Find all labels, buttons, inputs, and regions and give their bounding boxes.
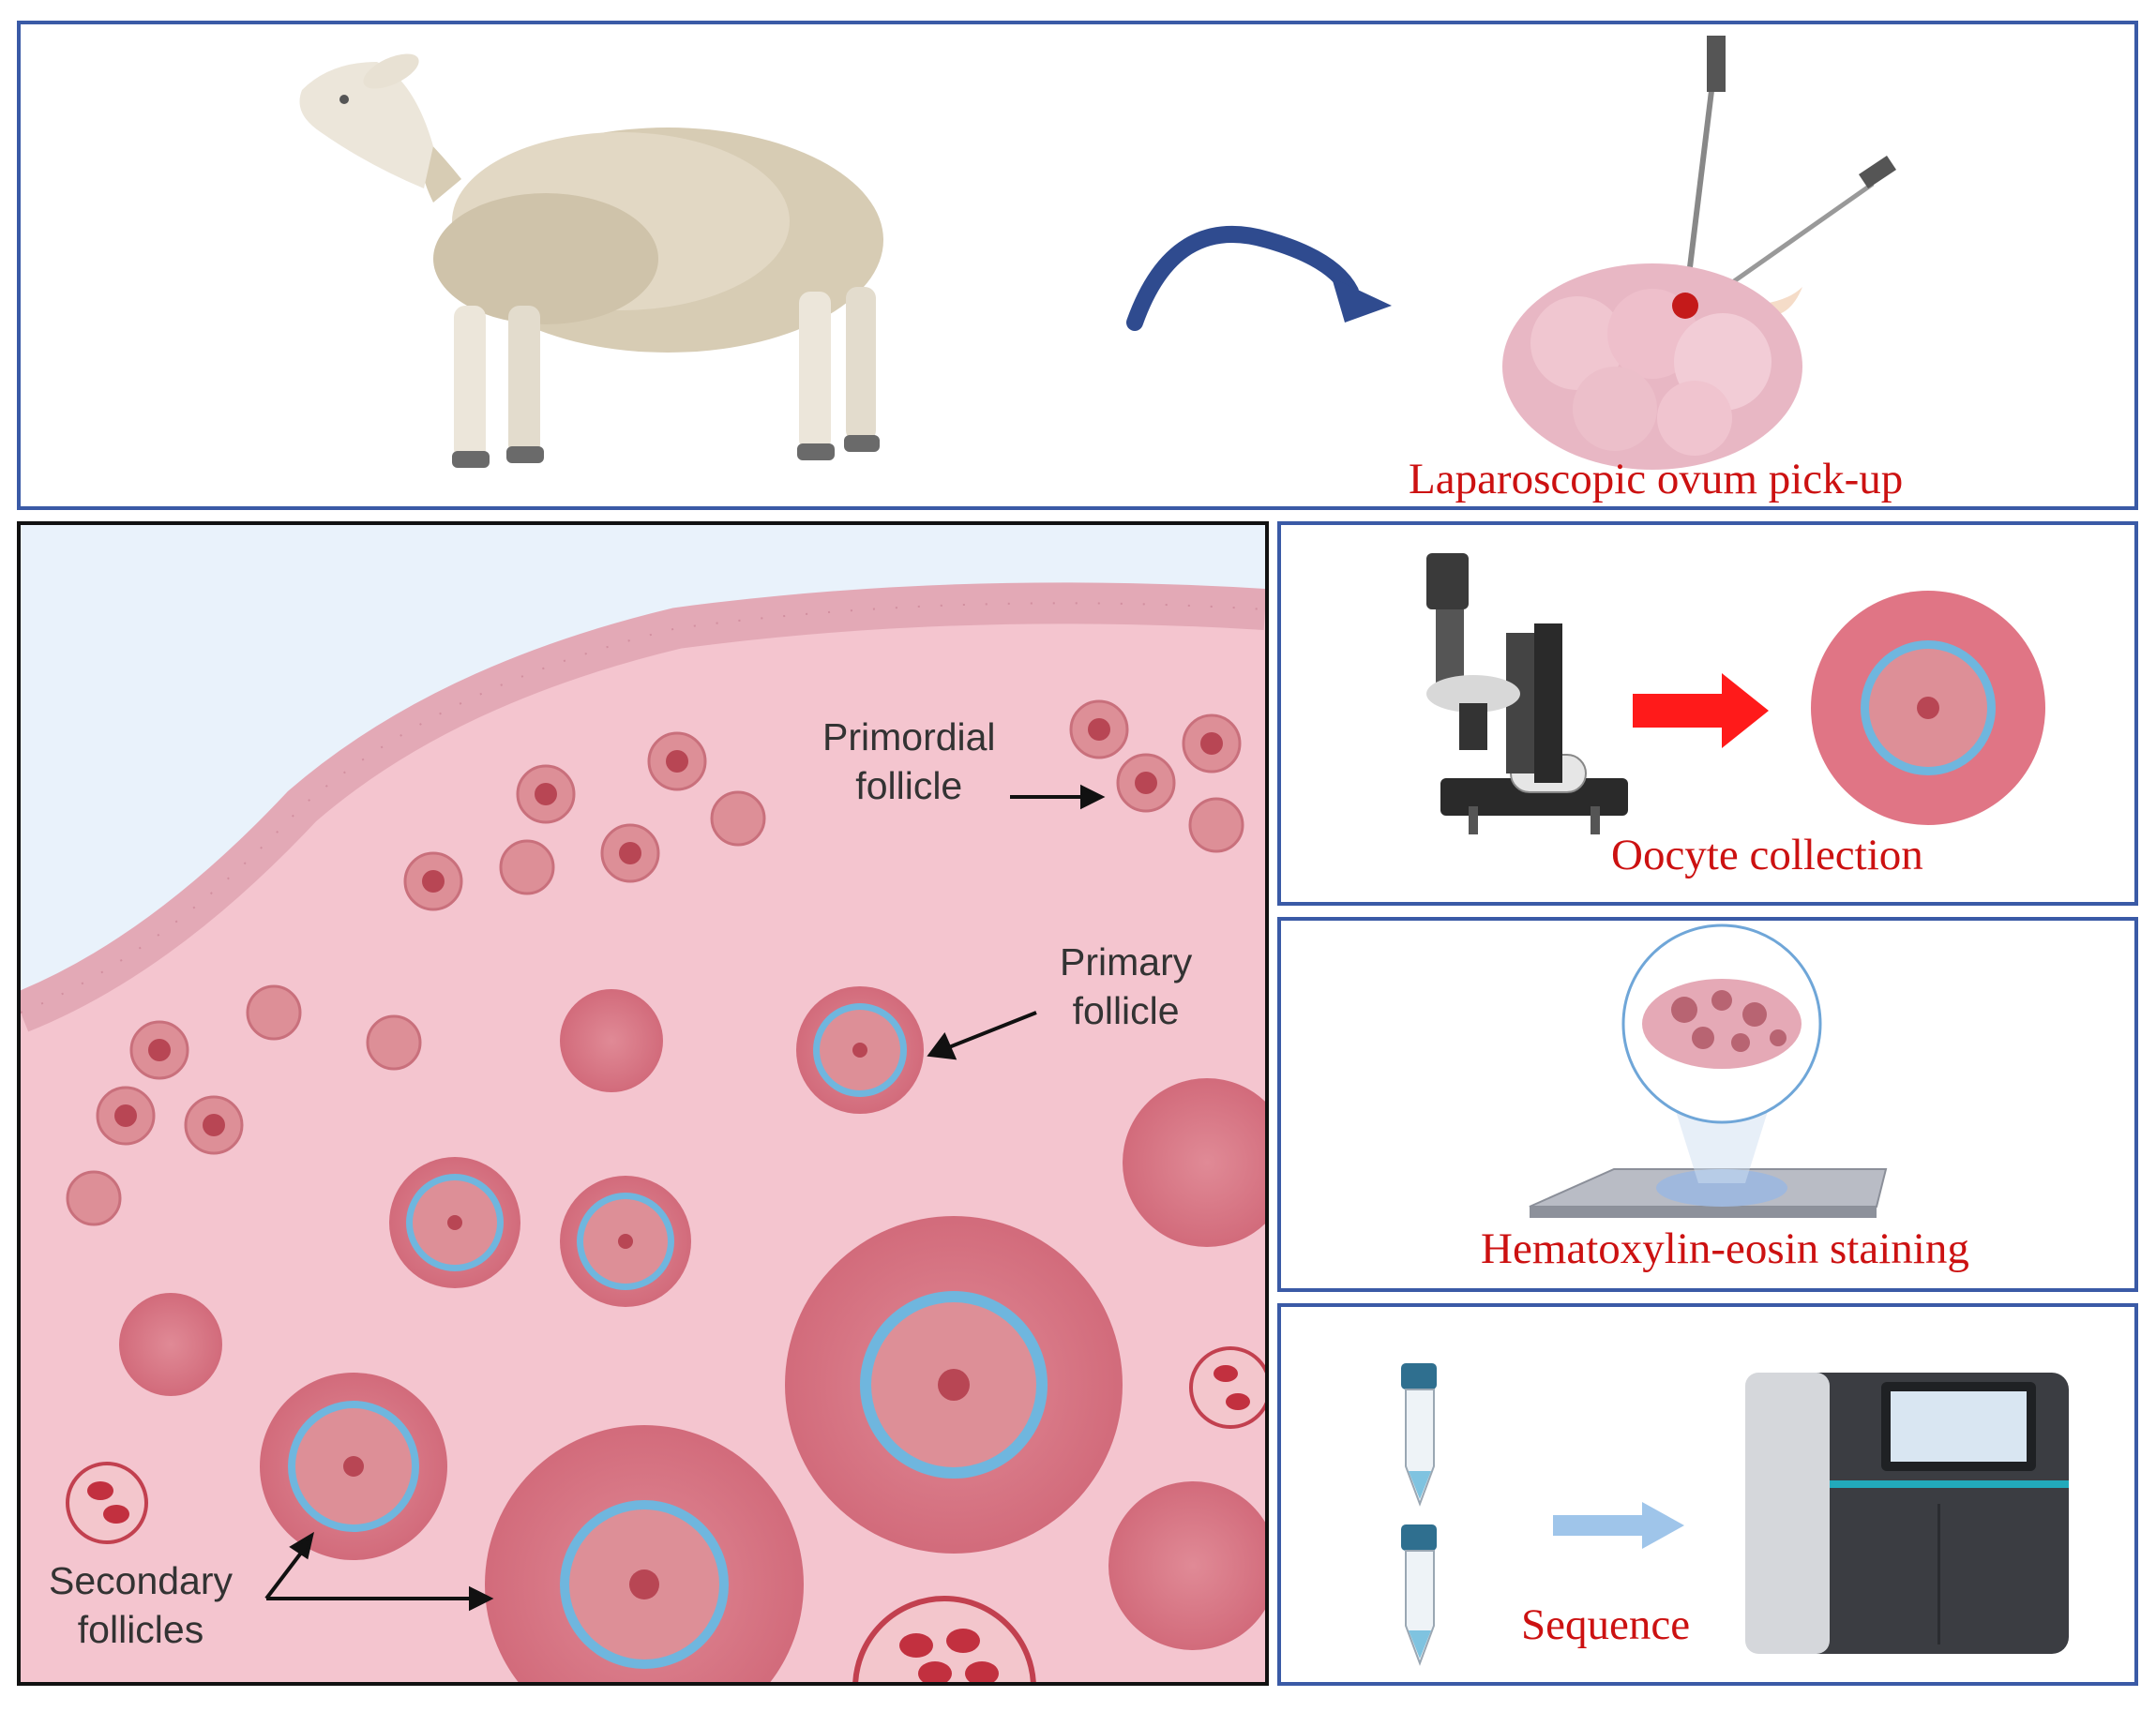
red-arrow-icon [1633, 673, 1769, 748]
ovary-panel: Primordial follicle Primary follicle Sec… [17, 521, 1269, 1686]
top-panel: Laparoscopic ovum pick-up [17, 21, 2138, 510]
primary-follicle-label: Primary follicle [1060, 938, 1192, 1035]
secondary-follicles [260, 1216, 1123, 1682]
primordial-label-line1: Primordial [822, 715, 996, 758]
tissue-section-icon [1621, 924, 1822, 1124]
blood-vessels [66, 1346, 1265, 1682]
laparoscope-ovary-icon [1502, 36, 1896, 470]
label-arrows [264, 784, 1106, 1612]
curved-arrow-icon [1126, 225, 1392, 331]
primary-label-line1: Primary [1060, 940, 1193, 984]
oocyte-collection-art [1426, 553, 2045, 834]
microscope-icon [1426, 553, 1628, 834]
ovary-exterior [21, 525, 1265, 1013]
secondary-label-line2: follicles [77, 1608, 204, 1651]
primordial-follicle-label: Primordial follicle [822, 713, 996, 810]
secondary-label-line1: Secondary [49, 1559, 234, 1602]
sequence-panel: Sequence [1277, 1303, 2138, 1686]
sheep-icon [299, 53, 883, 468]
sequencer-icon [1745, 1373, 2069, 1654]
primary-label-line2: follicle [1072, 989, 1180, 1032]
granulosa-clusters [119, 989, 1265, 1650]
secondary-follicles-label: Secondary follicles [49, 1556, 233, 1654]
laparoscopic-label: Laparoscopic ovum pick-up [1409, 455, 1904, 503]
staining-label: Hematoxylin-eosin staining [1481, 1224, 1969, 1273]
top-panel-art [299, 36, 1896, 470]
ovary-illustration [21, 525, 1265, 1682]
light-blue-arrow-icon [1553, 1502, 1684, 1549]
oocyte-collection-panel: Oocyte collection [1277, 521, 2138, 906]
oocyte-icon [1811, 591, 2045, 825]
sequence-label: Sequence [1521, 1600, 1691, 1649]
surface-epithelium [21, 582, 1265, 1032]
oocyte-collection-label: Oocyte collection [1611, 831, 1923, 879]
staining-art [1529, 924, 1888, 1218]
primordial-label-line2: follicle [855, 764, 963, 807]
staining-panel: Hematoxylin-eosin staining [1277, 917, 2138, 1292]
sequence-art [1401, 1363, 2069, 1666]
sample-tube-icon [1401, 1363, 1437, 1666]
primary-follicles [389, 986, 924, 1307]
primordial-follicles [66, 699, 1244, 1226]
